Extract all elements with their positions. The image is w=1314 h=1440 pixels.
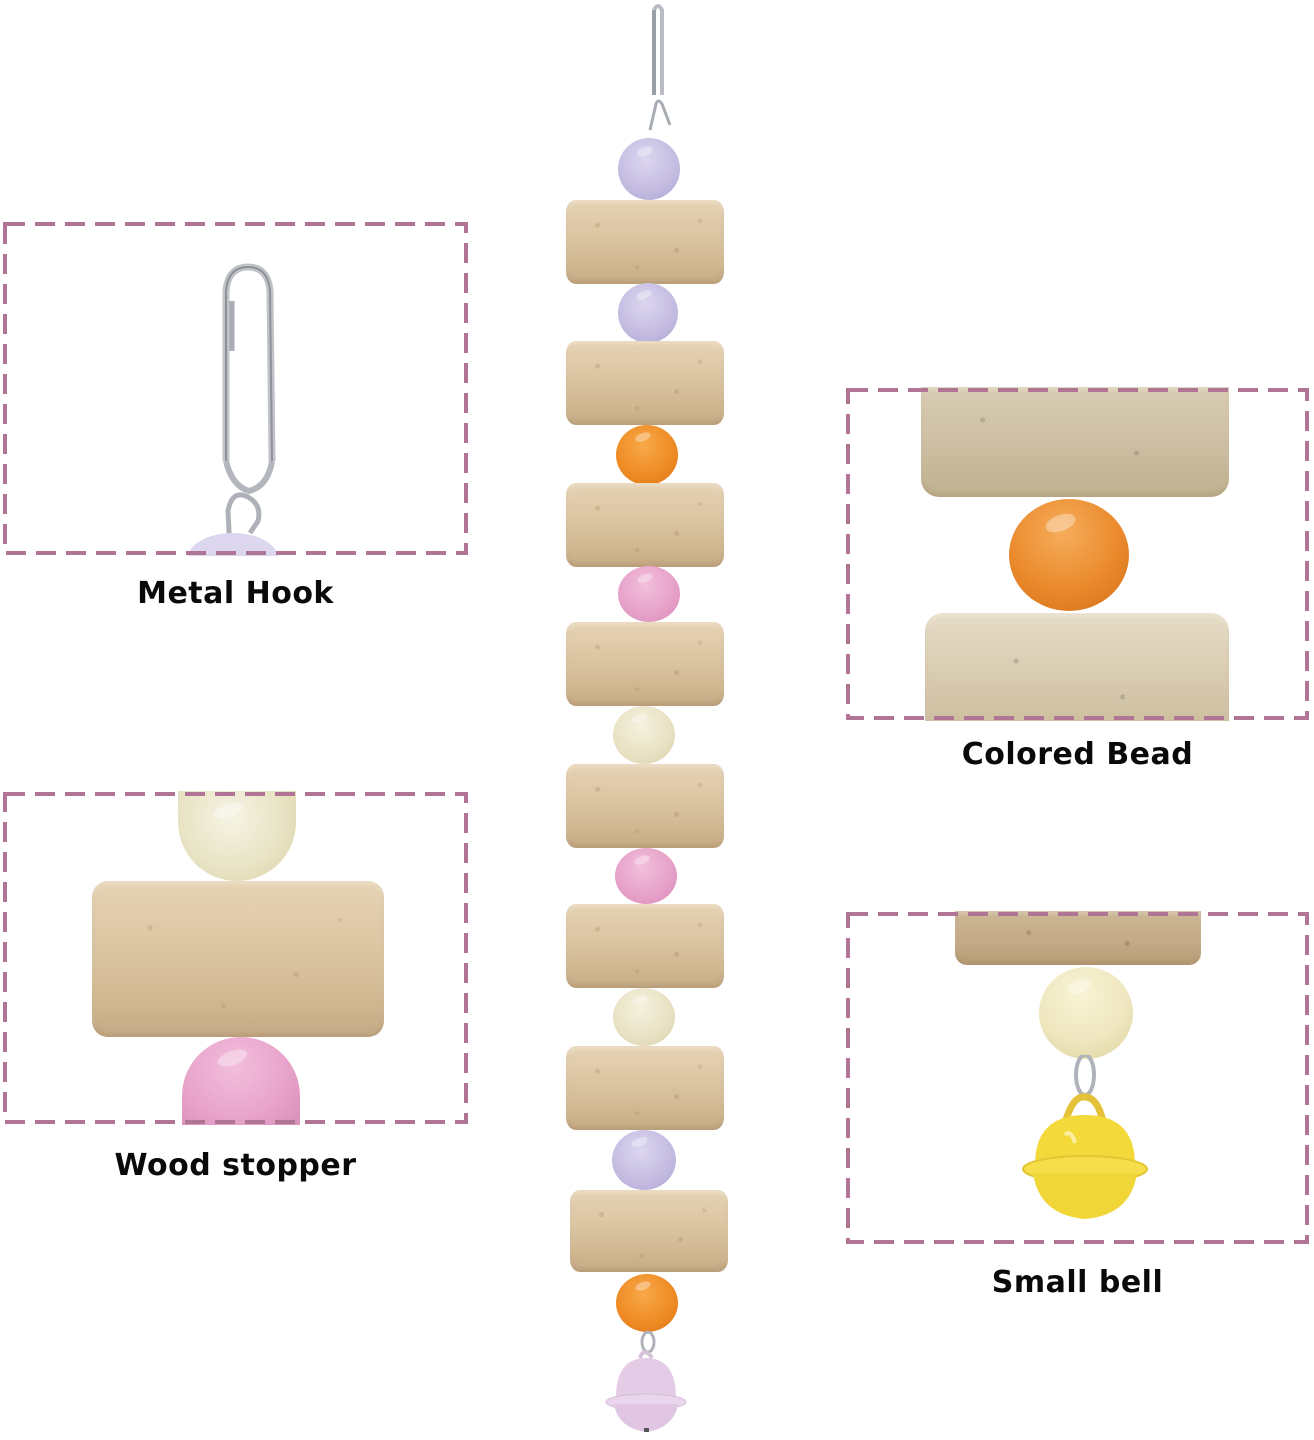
wood-stopper-caption: Wood stopper: [114, 1148, 357, 1183]
cork-stopper: [566, 622, 724, 706]
metal-hook-callout: [2, 221, 469, 556]
small-bell-caption: Small bell: [991, 1265, 1164, 1300]
cork-stopper: [566, 1046, 724, 1130]
cork-stopper: [566, 200, 724, 284]
pink-bead: [615, 848, 677, 904]
pink-bell-icon: [605, 1330, 687, 1432]
cork-stopper-closeup: [92, 881, 384, 1037]
metal-hook-icon: [648, 4, 672, 131]
wood-stopper-callout: [2, 791, 469, 1125]
cork-stopper: [921, 387, 1229, 497]
lavender-bead: [618, 138, 680, 200]
colored-bead-caption: Colored Bead: [961, 737, 1194, 772]
cork-stopper: [570, 1190, 728, 1272]
cork-stopper: [955, 911, 1201, 965]
cream-bead: [613, 988, 675, 1046]
cream-bead: [613, 706, 675, 764]
pink-bead-closeup: [182, 1037, 300, 1125]
cork-stopper: [566, 483, 724, 567]
lavender-bead: [618, 283, 678, 343]
cork-stopper: [566, 764, 724, 848]
small-bell-callout: [845, 911, 1310, 1245]
lavender-bead: [612, 1130, 676, 1190]
orange-bead: [616, 1274, 678, 1332]
orange-bead: [616, 425, 678, 485]
cork-stopper: [925, 613, 1229, 721]
pink-bead: [618, 566, 680, 622]
cream-bead-closeup: [1039, 967, 1133, 1059]
colored-bead-callout: [845, 387, 1310, 721]
cork-stopper: [566, 904, 724, 988]
orange-bead-closeup: [1009, 499, 1129, 611]
metal-hook-caption: Metal Hook: [137, 576, 334, 611]
cream-bead-closeup: [178, 791, 296, 881]
cork-stopper: [566, 341, 724, 425]
metal-hook-closeup-icon: [222, 263, 276, 552]
small-bell-icon: [1022, 1055, 1148, 1219]
